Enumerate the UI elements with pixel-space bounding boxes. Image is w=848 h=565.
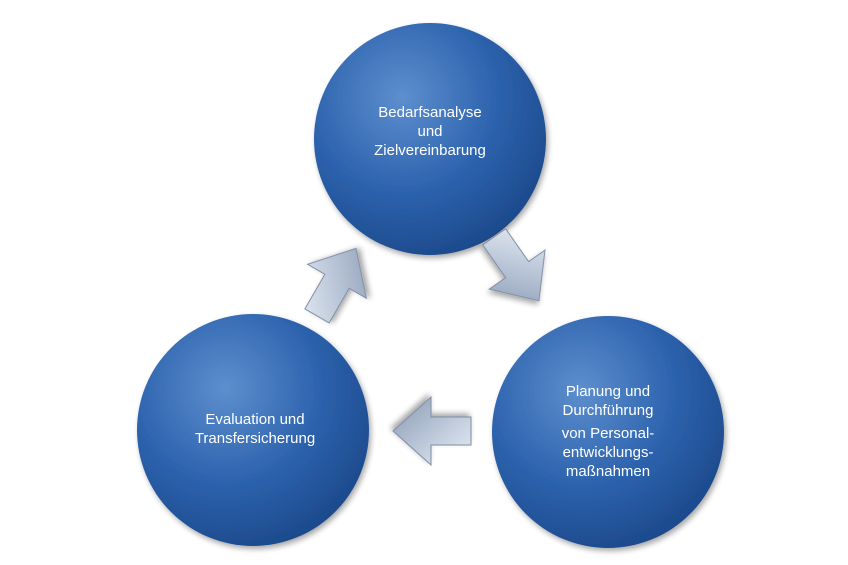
node-label-line: Planung und [565, 382, 651, 400]
circle-bedarfsanalyse [314, 23, 546, 255]
node-label-line: Bedarfsanalyse [378, 103, 482, 121]
node-label-line: Durchführung [562, 401, 654, 419]
arrow-right-to-left [392, 396, 472, 466]
arrow-left-to-top [287, 230, 386, 334]
node-label-bedarfsanalyse: Bedarfsanalyse und Zielvereinbarung [330, 96, 530, 166]
node-label-line: entwicklungs- [562, 443, 654, 461]
node-label-planung: Planung und Durchführung von Personal- e… [508, 372, 708, 490]
node-label-line: Evaluation und [205, 411, 305, 428]
node-label-line: von Personal- [561, 424, 655, 442]
node-label-line: maßnahmen [565, 462, 651, 480]
node-label-line: und [417, 122, 443, 140]
circle-evaluation [137, 314, 369, 546]
node-label-line: Zielvereinbarung [374, 141, 486, 159]
node-label-evaluation: Evaluation und Transfersicherung [155, 405, 355, 453]
node-label-line: Transfersicherung [194, 430, 316, 447]
circle-planung [492, 316, 724, 548]
